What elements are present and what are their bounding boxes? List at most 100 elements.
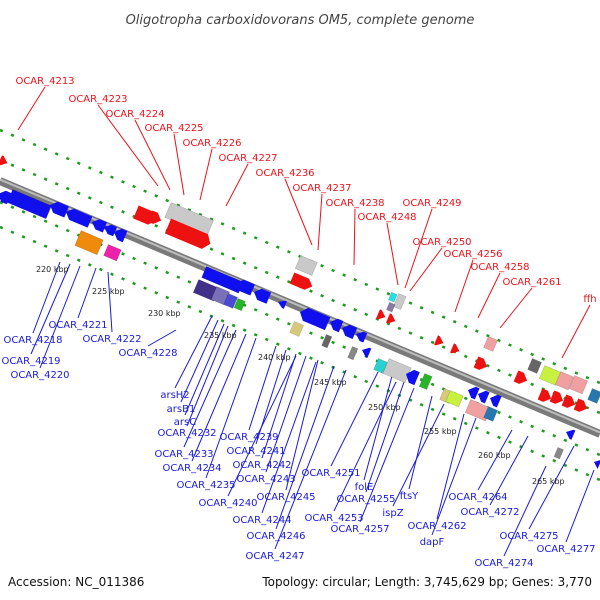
gene-label-reverse[interactable]: OCAR_4257 <box>330 524 389 535</box>
gene-glyph[interactable] <box>388 291 398 303</box>
gene-label-reverse[interactable]: OCAR_4219 <box>1 356 60 367</box>
gene-label-forward[interactable]: OCAR_4224 <box>105 109 164 120</box>
gene-label-forward[interactable]: ffh <box>583 294 596 305</box>
gene-glyph[interactable] <box>90 217 108 233</box>
gene-glyph[interactable] <box>466 384 480 400</box>
gene-glyph[interactable] <box>289 321 304 337</box>
gene-label-reverse[interactable]: arsH2 <box>160 390 189 401</box>
gene-glyph[interactable] <box>294 255 318 276</box>
gene-glyph[interactable] <box>360 345 372 358</box>
gene-glyph[interactable] <box>568 375 588 395</box>
gene-label-reverse[interactable]: OCAR_4244 <box>232 515 291 526</box>
gene-label-reverse[interactable]: OCAR_4253 <box>304 513 363 524</box>
gene-label-forward[interactable]: OCAR_4236 <box>255 168 314 179</box>
gene-glyph[interactable] <box>347 346 359 361</box>
gene-glyph[interactable] <box>573 398 590 414</box>
gene-label-reverse[interactable]: OCAR_4228 <box>118 348 177 359</box>
gene-glyph[interactable] <box>418 373 433 390</box>
gene-label-reverse[interactable]: OCAR_4243 <box>236 474 295 485</box>
gene-label-reverse[interactable]: OCAR_4240 <box>198 498 257 509</box>
gene-glyph[interactable] <box>564 427 576 440</box>
gene-glyph[interactable] <box>386 301 396 313</box>
gene-glyph[interactable] <box>74 230 104 256</box>
gene-glyph[interactable] <box>473 356 490 372</box>
gene-label-reverse[interactable]: OCAR_4242 <box>232 460 291 471</box>
gene-glyph[interactable] <box>64 206 93 228</box>
gene-glyph[interactable] <box>476 388 490 404</box>
gene-glyph[interactable] <box>0 155 9 167</box>
gene-glyph[interactable] <box>553 447 564 460</box>
gene-label-forward[interactable]: OCAR_4256 <box>443 249 502 260</box>
gene-label-reverse[interactable]: arsB1 <box>167 404 196 415</box>
gene-glyph[interactable] <box>527 358 542 374</box>
gene-label-forward[interactable]: OCAR_4223 <box>68 94 127 105</box>
gene-glyph[interactable] <box>276 298 287 309</box>
gene-label-forward[interactable]: OCAR_4261 <box>502 277 561 288</box>
gene-glyph[interactable] <box>513 370 530 386</box>
gene-glyph[interactable] <box>376 309 387 321</box>
gene-glyph[interactable] <box>549 390 566 406</box>
gene-label-reverse[interactable]: folE <box>355 482 374 493</box>
gene-label-forward[interactable]: OCAR_4227 <box>218 153 277 164</box>
gene-label-reverse[interactable]: OCAR_4235 <box>176 480 235 491</box>
gene-label-reverse[interactable]: arsC <box>174 417 196 428</box>
gene-glyph[interactable] <box>445 390 464 408</box>
gene-label-reverse[interactable]: OCAR_4246 <box>246 531 305 542</box>
gene-glyph[interactable] <box>147 210 164 226</box>
gene-glyph[interactable] <box>483 406 498 422</box>
gene-glyph[interactable] <box>321 334 333 349</box>
gene-label-reverse[interactable]: OCAR_4275 <box>499 531 558 542</box>
gene-label-forward[interactable]: OCAR_4258 <box>470 262 529 273</box>
gene-glyph[interactable] <box>340 322 358 339</box>
gene-label-reverse[interactable]: OCAR_4222 <box>82 334 141 345</box>
gene-label-forward[interactable]: OCAR_4238 <box>325 198 384 209</box>
gene-glyph[interactable] <box>103 244 122 262</box>
gene-label-reverse[interactable]: OCAR_4277 <box>536 544 595 555</box>
gene-glyph[interactable] <box>102 222 117 237</box>
gene-label-forward[interactable]: OCAR_4237 <box>292 183 351 194</box>
gene-glyph[interactable] <box>537 388 554 404</box>
gene-glyph[interactable] <box>164 218 214 252</box>
gene-label-forward[interactable]: OCAR_4225 <box>144 123 203 134</box>
gene-glyph[interactable] <box>592 457 600 469</box>
gene-label-reverse[interactable]: ftsY <box>400 491 419 502</box>
gene-glyph[interactable] <box>587 388 600 404</box>
gene-glyph[interactable] <box>48 199 69 218</box>
gene-glyph[interactable] <box>403 368 420 386</box>
gene-label-reverse[interactable]: dapF <box>420 537 445 548</box>
gene-label-reverse[interactable]: OCAR_4232 <box>157 428 216 439</box>
gene-label-reverse[interactable]: OCAR_4251 <box>301 468 360 479</box>
gene-label-reverse[interactable]: OCAR_4272 <box>460 507 519 518</box>
gene-label-forward[interactable]: OCAR_4248 <box>357 212 416 223</box>
gene-glyph[interactable] <box>434 335 445 347</box>
gene-label-forward[interactable]: OCAR_4250 <box>412 237 471 248</box>
gene-label-reverse[interactable]: OCAR_4245 <box>256 492 315 503</box>
gene-label-reverse[interactable]: OCAR_4234 <box>162 463 221 474</box>
gene-glyph[interactable] <box>386 313 397 325</box>
gene-label-forward[interactable]: OCAR_4226 <box>182 138 241 149</box>
gene-label-reverse[interactable]: OCAR_4247 <box>245 551 304 562</box>
gene-glyph[interactable] <box>233 298 246 312</box>
gene-glyph[interactable] <box>289 272 315 292</box>
gene-glyph[interactable] <box>354 329 368 343</box>
gene-glyph[interactable] <box>297 306 331 331</box>
gene-glyph[interactable] <box>328 316 344 333</box>
gene-label-reverse[interactable]: OCAR_4221 <box>48 320 107 331</box>
gene-label-reverse[interactable]: OCAR_4255 <box>336 494 395 505</box>
gene-label-forward[interactable]: OCAR_4213 <box>15 76 74 87</box>
gene-glyph[interactable] <box>6 189 52 220</box>
gene-glyph[interactable] <box>450 343 461 355</box>
gene-glyph[interactable] <box>561 394 578 410</box>
gene-label-reverse[interactable]: OCAR_4274 <box>474 558 533 569</box>
gene-glyph[interactable] <box>554 371 574 391</box>
gene-label-forward[interactable]: OCAR_4249 <box>402 198 461 209</box>
gene-label-reverse[interactable]: ispZ <box>382 508 403 519</box>
gene-label-reverse[interactable]: OCAR_4241 <box>226 446 285 457</box>
gene-label-reverse[interactable]: OCAR_4239 <box>219 432 278 443</box>
gene-glyph[interactable] <box>252 286 272 304</box>
gene-glyph[interactable] <box>223 293 238 309</box>
gene-glyph[interactable] <box>112 226 128 243</box>
gene-glyph[interactable] <box>483 336 498 352</box>
gene-label-reverse[interactable]: OCAR_4220 <box>10 370 69 381</box>
gene-label-reverse[interactable]: OCAR_4262 <box>407 521 466 532</box>
